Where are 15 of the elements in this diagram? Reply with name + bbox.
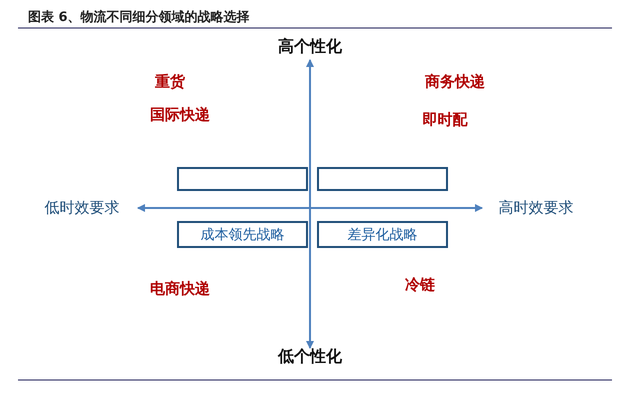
- segment-label: 电商快递: [150, 280, 210, 298]
- axis-label: 低个性化: [278, 346, 342, 368]
- segment-label: 商务快递: [425, 72, 485, 92]
- strategy-box: 成本领先战略: [177, 221, 308, 248]
- axis-label: 高个性化: [278, 36, 342, 58]
- empty-box: [317, 167, 448, 191]
- strategy-box: 差异化战略: [317, 221, 448, 248]
- segment-label: 即时配: [422, 110, 468, 130]
- axis-label: 高时效要求: [498, 198, 574, 218]
- title: 图表 6、物流不同细分领域的战略选择: [28, 8, 250, 26]
- axis-label: 低时效要求: [44, 198, 120, 218]
- segment-label: 冷链: [405, 276, 435, 294]
- empty-box: [177, 167, 308, 191]
- segment-label: 重货: [155, 72, 185, 92]
- segment-label: 国际快递: [150, 106, 210, 124]
